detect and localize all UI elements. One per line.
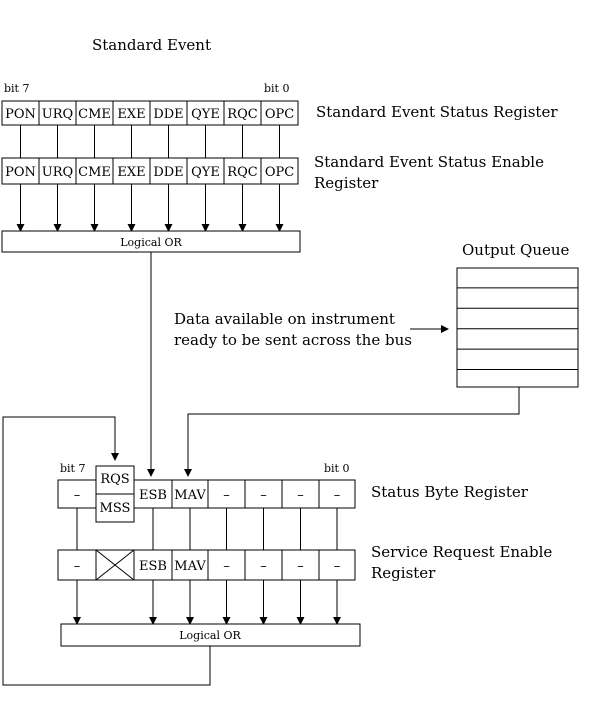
sbr-label: Status Byte Register [371, 483, 529, 501]
sere-label-line2: Register [314, 174, 379, 192]
rqs-label: RQS [100, 472, 129, 487]
sbr-cell-6 [281, 479, 320, 509]
mss-label: MSS [100, 501, 131, 516]
sere-bit-1: URQ [42, 165, 73, 180]
ser-to-sere-links [20, 125, 280, 158]
ser-cell-5 [186, 100, 225, 126]
data-available-line1: Data available on instrument [174, 310, 395, 328]
sre-bit-2: ESB [139, 559, 167, 574]
sbr-cell-0 [57, 479, 97, 509]
sere-bit-3: EXE [117, 165, 145, 180]
sre-bit6-cross-b [95, 549, 135, 581]
sre-bit-0: – [74, 559, 81, 574]
logical-or-bottom-box [60, 623, 361, 647]
queue-to-mav-line [184, 387, 520, 477]
ser-bit-1: URQ [42, 107, 73, 122]
sre-label-line2: Register [371, 564, 436, 582]
ser-bit-6: RQC [227, 107, 257, 122]
sere-label-line1: Standard Event Status Enable [314, 153, 544, 171]
sbr-bit0-label: bit 0 [324, 462, 349, 475]
sere-to-or-arrows [16, 184, 284, 232]
sre-bit-7: – [334, 559, 341, 574]
sre-bit-4: – [223, 559, 230, 574]
sbr-bit-3: MAV [174, 488, 206, 503]
ser-bit-5: QYE [191, 107, 220, 122]
status-byte-register: – ESB MAV – – – – [57, 479, 356, 509]
sbr-bit-4: – [223, 488, 230, 503]
sre-label-line1: Service Request Enable [371, 543, 552, 561]
sere-cell-7 [260, 157, 299, 185]
service-request-enable-register: – ESB MAV – – – – [57, 549, 356, 581]
sere-bit-5: QYE [191, 165, 220, 180]
sbr-bit-7: – [334, 488, 341, 503]
output-queue [456, 267, 579, 388]
sre-to-or-arrows [73, 580, 341, 625]
data-available-line2: ready to be sent across the bus [174, 331, 412, 349]
sre-cell-2 [133, 549, 173, 581]
sre-cell-3 [171, 549, 209, 581]
sbr-cell-3 [171, 479, 209, 509]
ser-bit-3: EXE [117, 107, 145, 122]
sbr-bit-0: – [74, 488, 81, 503]
sere-bit-2: CME [78, 165, 111, 180]
ser-bit-7: OPC [265, 107, 294, 122]
sre-bit-3: MAV [174, 559, 206, 574]
sbr-bit-5: – [260, 488, 267, 503]
ser-bit0-label: bit 0 [264, 82, 289, 95]
sbr-cell-4 [207, 479, 246, 509]
sere-bit-4: DDE [153, 165, 183, 180]
sbr-cell-7 [318, 479, 356, 509]
sbr-cell-5 [244, 479, 283, 509]
standard-event-status-enable-register: PON URQ CME EXE DDE QYE RQC OPC [1, 157, 299, 185]
ser-bit-2: CME [78, 107, 111, 122]
sere-cell-1 [38, 157, 77, 185]
standard-event-status-register: PON URQ CME EXE DDE QYE RQC OPC [1, 100, 299, 126]
sre-bit-5: – [260, 559, 267, 574]
rqs-feedback-line [2, 416, 211, 686]
sre-bit-6: – [297, 559, 304, 574]
diagram-title: Standard Event [92, 36, 211, 54]
ser-label: Standard Event Status Register [316, 103, 558, 121]
ser-bit7-label: bit 7 [4, 82, 29, 95]
sre-cell-7 [318, 549, 356, 581]
logical-or-top-label: Logical OR [120, 236, 182, 249]
sbr-bit-6: – [297, 488, 304, 503]
sbr-bit-2: ESB [139, 488, 167, 503]
sbr-bit7-label: bit 7 [60, 462, 85, 475]
ser-cell-0 [1, 100, 40, 126]
sere-bit-0: PON [5, 165, 36, 180]
sere-bit-6: RQC [227, 165, 257, 180]
output-queue-title: Output Queue [462, 241, 570, 259]
ser-cell-7 [260, 100, 299, 126]
sere-cell-3 [112, 157, 151, 185]
ser-bit-0: PON [5, 107, 36, 122]
sbr-to-sre-links [76, 508, 338, 550]
ser-bit-4: DDE [153, 107, 183, 122]
sere-bit-7: OPC [265, 165, 294, 180]
logical-or-bottom-label: Logical OR [179, 629, 241, 642]
